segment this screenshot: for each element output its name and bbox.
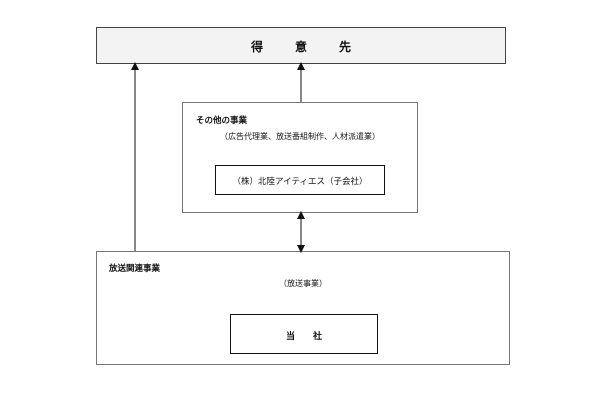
company-box: 当社 <box>230 314 378 354</box>
customer-label: 得意先 <box>250 40 383 54</box>
subsidiary-box: （株）北陸アイティエス（子会社） <box>215 165 385 195</box>
other-business-subtitle: （広告代理業、放送番組制作、人材派遣業） <box>220 132 380 141</box>
broadcast-business-title: 放送関連事業 <box>109 264 161 274</box>
broadcast-business-subtitle: （放送事業） <box>279 279 327 288</box>
other-business-box: その他の事業 （広告代理業、放送番組制作、人材派遣業） （株）北陸アイティエス（… <box>182 102 418 213</box>
broadcast-business-box: 放送関連事業 （放送事業） 当社 <box>96 251 510 365</box>
other-business-title: その他の事業 <box>196 116 248 126</box>
customer-box: 得意先 <box>96 27 506 64</box>
subsidiary-label: （株）北陸アイティエス（子会社） <box>232 177 368 187</box>
company-label: 当社 <box>285 332 340 342</box>
